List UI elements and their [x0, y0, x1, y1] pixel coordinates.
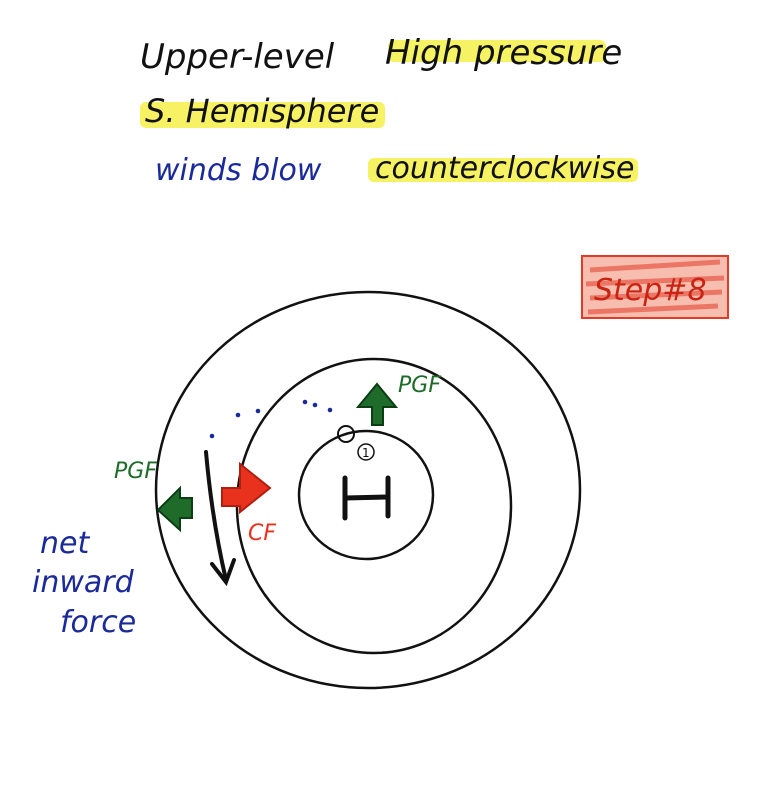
parcel-circle: [337, 425, 355, 443]
pgf-left-icon: [156, 485, 193, 533]
net-force-line1: net: [40, 526, 90, 561]
net-force-line2: inward: [32, 565, 135, 600]
step-badge-scribble: [585, 259, 725, 315]
pgf-top-label: PGF: [398, 373, 441, 398]
wind-path-dots: [209, 399, 333, 439]
parcel-point: 1: [337, 425, 375, 461]
step-badge: Step#8: [581, 255, 729, 319]
highlights: [140, 40, 638, 182]
highlight-high-pressure: [388, 40, 606, 62]
pgf-top-icon: [355, 382, 399, 426]
highlight-counterclockwise: [368, 158, 638, 182]
outer-isobar: [154, 290, 582, 690]
step-badge-text: Step#8: [594, 273, 707, 308]
high-label: H: [366, 509, 367, 511]
isobars: [154, 290, 582, 690]
point-number: 1: [362, 446, 370, 460]
high-center: H: [342, 475, 391, 521]
cf-label: CF: [248, 521, 276, 546]
title-upper-level: Upper-level: [140, 37, 335, 77]
title-hemisphere: S. Hemisphere: [145, 92, 379, 130]
cf-arrow-icon: [221, 461, 272, 515]
cf-arrow: CF: [221, 461, 276, 546]
net-force-note: net inward force: [32, 526, 136, 640]
title-block: Upper-level High pressure S. Hemisphere …: [140, 33, 634, 188]
title-counterclockwise: counterclockwise: [375, 151, 634, 186]
title-winds-blow: winds blow: [155, 153, 322, 188]
pgf-arrow-left: PGF: [114, 459, 193, 533]
title-high-pressure: High pressure: [385, 33, 622, 73]
wind-direction-shaft: [204, 450, 228, 582]
pgf-arrow-top: PGF: [355, 373, 441, 426]
point-number-circle: [357, 443, 375, 461]
pgf-left-label: PGF: [114, 459, 157, 484]
wind-direction-arrow: [204, 450, 236, 587]
net-force-line3: force: [60, 605, 136, 640]
inner-isobar: [297, 429, 435, 561]
highlight-hemisphere: [140, 102, 385, 128]
step-badge-border: [581, 255, 729, 319]
wind-direction-head: [210, 558, 236, 587]
